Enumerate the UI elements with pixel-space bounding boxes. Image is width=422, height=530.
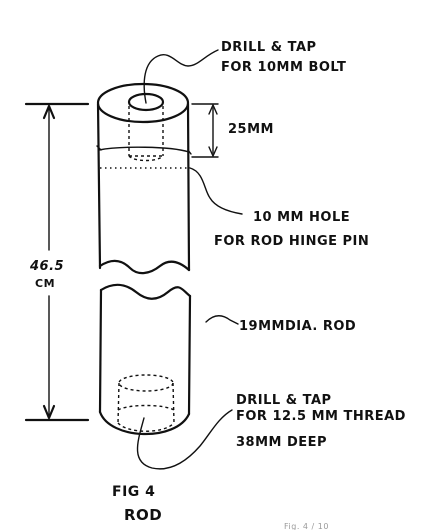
- overall-length-dimension: 46.5 CM: [24, 102, 90, 422]
- overall-length-value: 46.5: [29, 259, 64, 274]
- rod-break-lower: [99, 283, 192, 300]
- rod-band-line: [98, 146, 190, 153]
- rod-edge-ticks: [96, 145, 192, 155]
- rod-upper-right-side: [186, 102, 191, 272]
- rod-diameter-label: 19MMDIA. ROD: [239, 319, 356, 334]
- rod-lower-left-side: [98, 288, 103, 414]
- bottom-drill-callout: DRILL & TAP FOR 12.5 MM THREAD 38MM DEEP: [136, 393, 406, 470]
- hinge-hole-callout: 10 MM HOLE FOR ROD HINGE PIN: [189, 167, 369, 249]
- rod-body: [96, 82, 192, 436]
- caption-line1: FIG 4: [112, 484, 155, 500]
- figure-caption: FIG 4 ROD: [112, 484, 162, 524]
- top-bore-depth-dimension: 25MM: [191, 103, 274, 158]
- hinge-hole-line2: FOR ROD HINGE PIN: [214, 234, 369, 249]
- rod-lower-right-side: [187, 294, 192, 416]
- top-bore-opening: [127, 92, 165, 112]
- top-bore-hidden: [128, 106, 164, 162]
- top-drill-line2: FOR 10MM BOLT: [221, 60, 346, 75]
- caption-line2: ROD: [124, 506, 162, 524]
- bottom-drill-line3: 38MM DEEP: [236, 435, 327, 450]
- bottom-bore-hidden: [117, 374, 175, 432]
- bottom-drill-line1: DRILL & TAP: [236, 393, 332, 408]
- top-drill-line1: DRILL & TAP: [221, 40, 317, 55]
- footer-mark: Fig. 4 / 10: [284, 522, 329, 530]
- rod-bottom-edge: [98, 410, 191, 436]
- rod-diameter-callout: 19MMDIA. ROD: [205, 315, 356, 334]
- hinge-hole-line1: 10 MM HOLE: [253, 210, 350, 225]
- top-drill-callout: DRILL & TAP FOR 10MM BOLT: [143, 40, 346, 104]
- rod-upper-left-side: [96, 102, 102, 270]
- overall-length-unit: CM: [35, 277, 55, 290]
- rod-break-upper: [98, 259, 191, 275]
- bottom-drill-line2: FOR 12.5 MM THREAD: [236, 409, 406, 424]
- top-bore-depth-label: 25MM: [228, 122, 274, 137]
- rod-top-face: [96, 82, 190, 124]
